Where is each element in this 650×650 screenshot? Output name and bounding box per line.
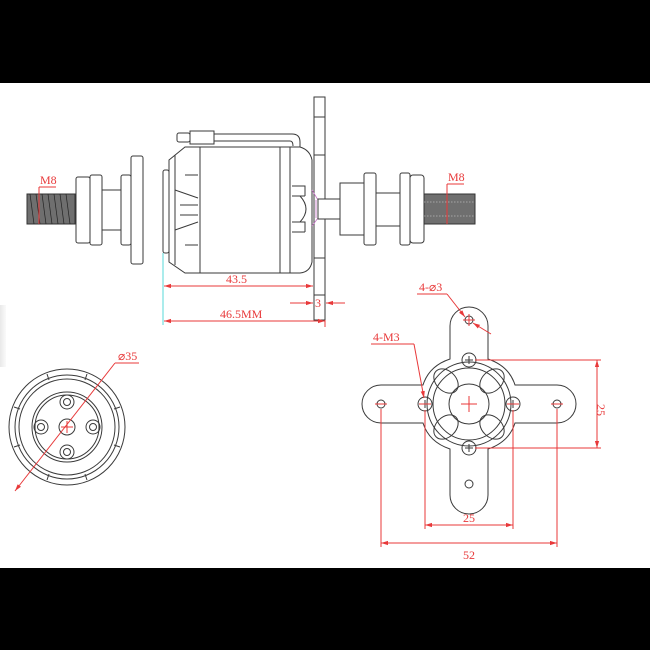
- letterbox-top: [0, 0, 650, 83]
- drawing-canvas: M8: [0, 83, 650, 568]
- diameter-35-label: ⌀35: [118, 349, 137, 363]
- technical-drawing: M8: [8, 96, 608, 562]
- mount-view: 4-⌀3 4-M3 25 25 52: [361, 280, 608, 562]
- left-m8-label: M8: [40, 173, 57, 187]
- mount-holes-label: 4-⌀3: [419, 280, 442, 294]
- dim-43-5: 43.5: [226, 272, 247, 286]
- right-m8-callout: M8: [446, 170, 465, 224]
- dim-46-5mm: 46.5MM: [220, 307, 263, 321]
- left-m8-callout: M8: [38, 173, 57, 224]
- right-prop-adapter: [317, 172, 476, 246]
- dim-52: 52: [463, 548, 475, 562]
- dim-3: 3: [315, 296, 321, 310]
- m3-screws-label: 4-M3: [373, 330, 400, 344]
- edge-panel: [0, 305, 6, 367]
- bolt-holes: [33, 394, 101, 460]
- right-m8-label: M8: [448, 170, 465, 184]
- motor-body: [162, 130, 313, 274]
- side-view: M8: [26, 96, 476, 327]
- side-dimensions: 43.5 46.5MM 3: [162, 253, 345, 327]
- front-view: ⌀35: [8, 349, 139, 492]
- letterbox-bottom: [0, 568, 650, 650]
- left-prop-adapter: [26, 155, 144, 265]
- dim-25-horizontal: 25: [463, 511, 475, 525]
- dim-25-vertical: 25: [594, 404, 608, 416]
